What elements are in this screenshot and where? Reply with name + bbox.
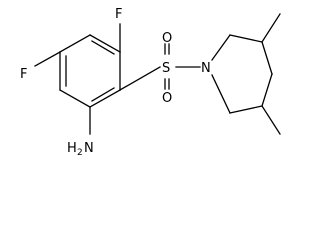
structure-canvas: F F S O O N H 2 N [20, 7, 281, 158]
atom-amine-h: H [67, 141, 77, 156]
pip-bond-1 [211, 34, 231, 61]
atom-piperidine-n: N [201, 61, 211, 76]
molecule-structure: F F S O O N H 2 N [20, 7, 281, 158]
substituent-bonds [34, 23, 201, 135]
ring-bond-4 [59, 89, 91, 108]
methyl-bond-bottom [261, 105, 281, 135]
ring-bond-1 [89, 34, 121, 53]
pip-bond-3 [261, 41, 273, 75]
pip-bond-2 [229, 34, 263, 43]
benzene-ring [59, 34, 121, 108]
methyl-bond-top [261, 13, 281, 43]
piperidine-ring [211, 13, 281, 135]
bond-to-sulfur [119, 66, 161, 91]
atom-amine-h-count: 2 [77, 148, 83, 158]
pip-bond-4 [261, 73, 273, 107]
atom-sulfur: S [162, 61, 170, 76]
atom-amine-n: N [84, 141, 94, 156]
atom-fluorine-top: F [115, 7, 122, 22]
ring-double-bond-2 [91, 87, 115, 102]
pip-bond-6 [211, 74, 231, 114]
ring-bond-3 [89, 89, 121, 108]
atom-oxygen-top: O [162, 31, 172, 46]
bond-to-fluorine-left [34, 51, 61, 67]
ring-bond-6 [59, 34, 91, 53]
atom-oxygen-bottom: O [162, 91, 172, 106]
atom-fluorine-left: F [20, 67, 27, 82]
pip-bond-5 [229, 105, 263, 114]
ring-double-bond-1 [91, 40, 115, 55]
